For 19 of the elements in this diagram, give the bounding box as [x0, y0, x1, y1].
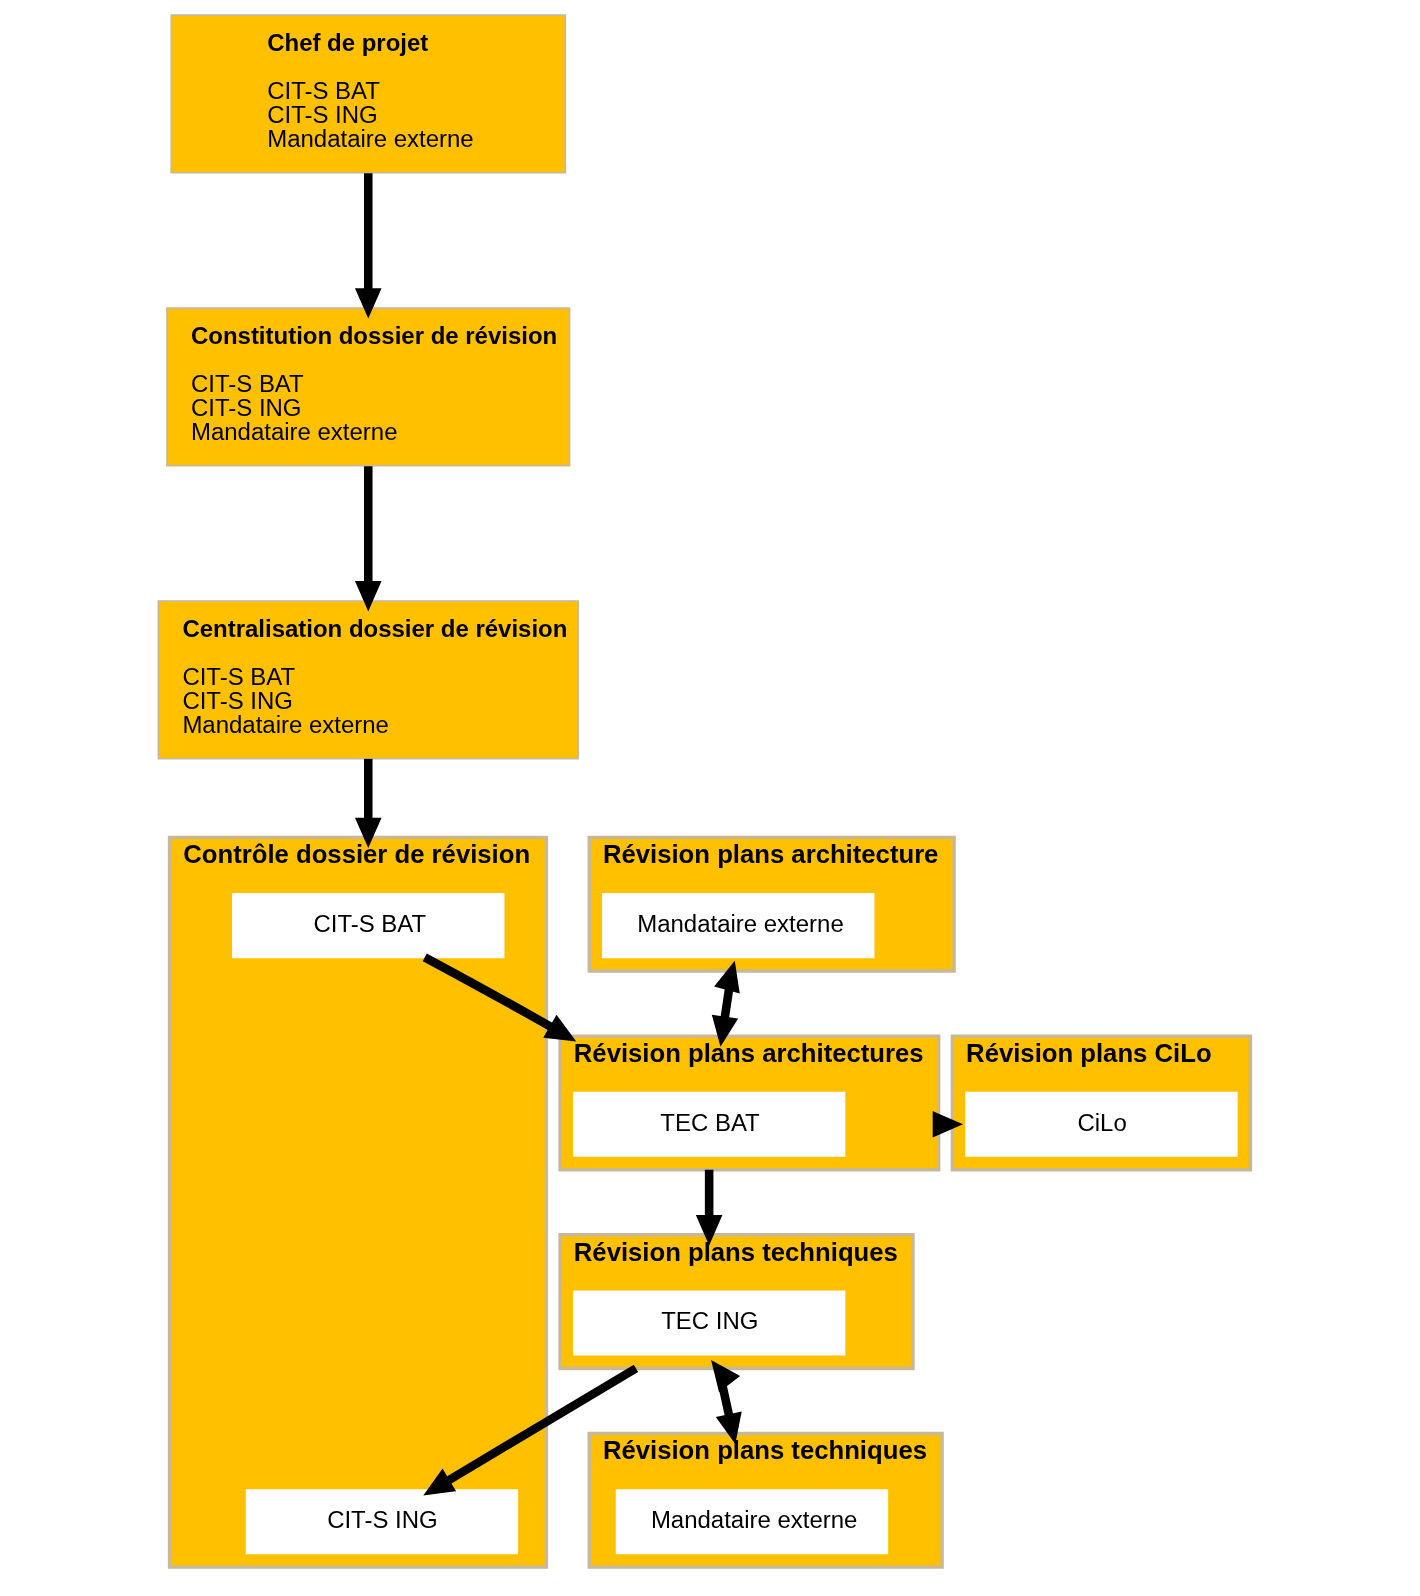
node-box: CIT-S BAT	[232, 893, 505, 959]
node-box: TEC ING	[572, 1290, 846, 1356]
node-box: Centralisation dossier de révision CIT-S BAT CIT-S ING Mandataire externe	[157, 600, 579, 760]
arrow	[354, 173, 382, 319]
arrow	[423, 1364, 639, 1496]
node-box: Mandataire externe	[602, 893, 875, 959]
node-box: Constitution dossier de révision CIT-S BAT CIT-S ING Mandataire externe	[166, 307, 571, 467]
arrow	[695, 1169, 723, 1246]
node-box: CIT-S ING	[245, 1489, 519, 1555]
arrow	[711, 960, 740, 1047]
arrow	[354, 758, 382, 849]
node-box: Chef de projet CIT-S BAT CIT-S ING Mandataire externe	[170, 14, 567, 174]
arrow	[711, 1359, 742, 1444]
arrow	[422, 953, 577, 1042]
node-box: TEC BAT	[572, 1091, 846, 1157]
node-box: Mandataire externe	[615, 1489, 889, 1555]
arrow	[354, 466, 382, 612]
arrow	[932, 1111, 964, 1138]
node-box: CiLo	[965, 1091, 1238, 1157]
